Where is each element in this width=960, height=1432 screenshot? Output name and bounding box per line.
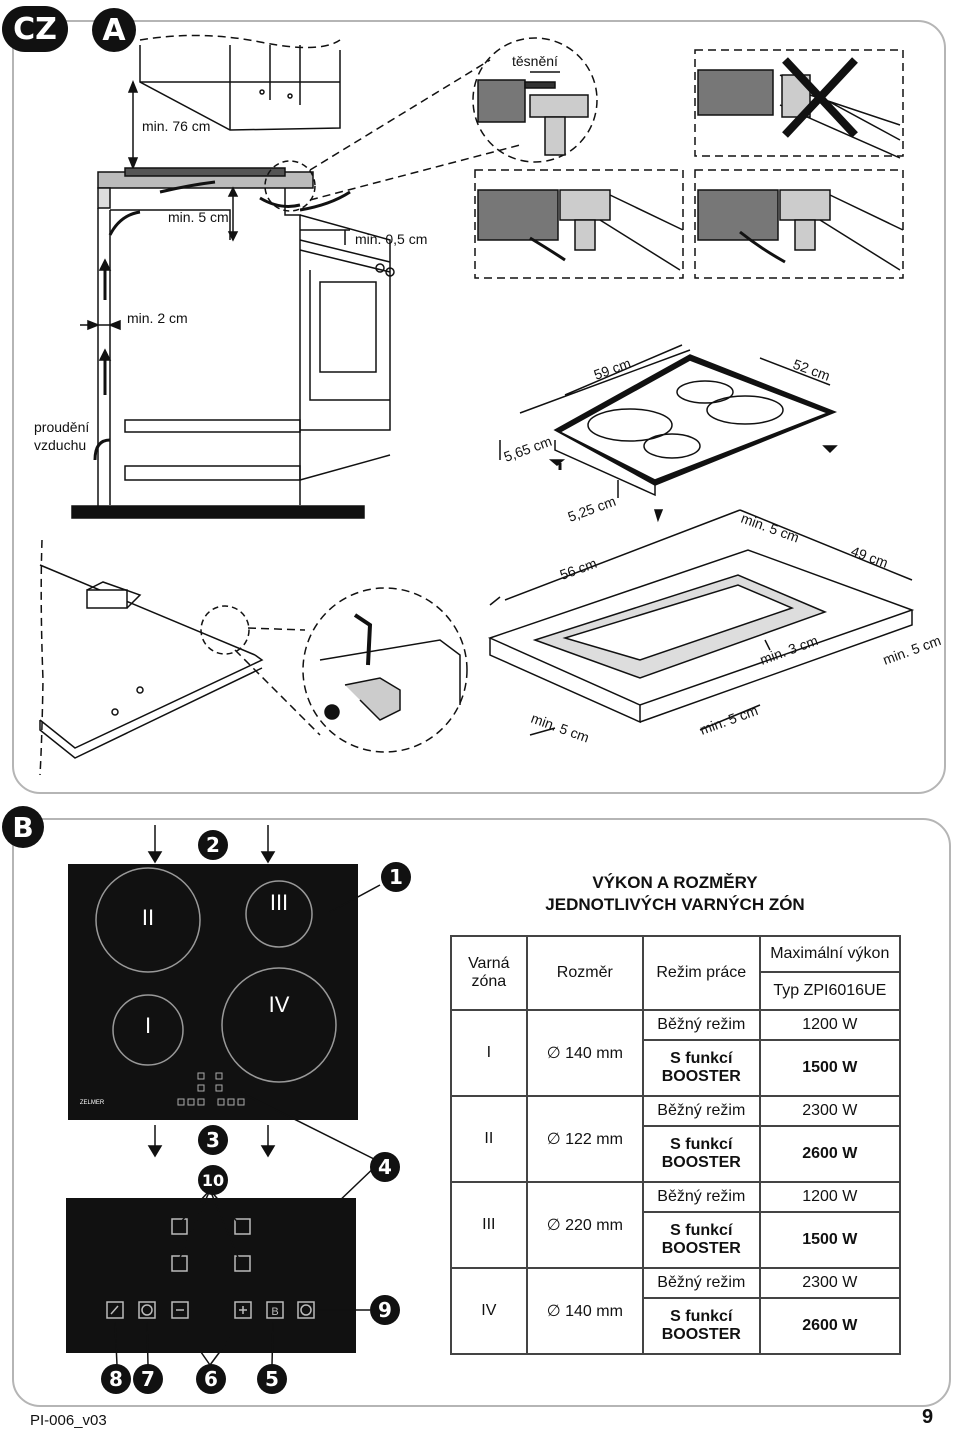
label-w52: 52 cm (791, 356, 832, 384)
callout-5: 5 (257, 1364, 287, 1394)
callout-6: 6 (196, 1364, 226, 1394)
table-cell-mode: Běžný režim (641, 1009, 761, 1041)
label-h525: 5,25 cm (566, 493, 618, 525)
table-title: VÝKON A ROZMĚRY JEDNOTLIVÝCH VARNÝCH ZÓN (450, 872, 900, 916)
label-seal: těsnění (512, 53, 558, 69)
header-mode: Režim práce (641, 935, 761, 1011)
callout-1: 1 (381, 862, 411, 892)
installation-diagram: min. 76 cm těsnění min. 5 cm min. 0,5 cm… (34, 34, 943, 776)
hob-diagram: II III I IV ZELMER B (66, 825, 381, 1366)
table-cell-power: 2300 W (758, 1267, 902, 1299)
zone-ring-iii (245, 880, 313, 948)
label-h565: 5,65 cm (502, 433, 554, 465)
callout-10: 10 (198, 1165, 228, 1195)
table-cell-size: ∅ 122 mm (525, 1095, 644, 1183)
header-model: Typ ZPI6016UE (758, 971, 902, 1011)
callout-2: 2 (198, 830, 228, 860)
table-cell-zone: III (450, 1181, 528, 1269)
table-cell-power-boost: 1500 W (758, 1039, 902, 1097)
power-icon[interactable] (297, 1301, 315, 1319)
table-cell-size: ∅ 220 mm (525, 1181, 644, 1269)
document-code: PI-006_v03 (30, 1412, 107, 1429)
booster-icon[interactable] (266, 1301, 284, 1319)
label-cut-min5-top: min. 5 cm (739, 510, 801, 546)
table-cell-mode: Běžný režim (641, 1181, 761, 1213)
plus-icon[interactable] (234, 1301, 252, 1319)
language-badge: CZ (2, 6, 68, 52)
table-title-line-2: JEDNOTLIVÝCH VARNÝCH ZÓN (545, 895, 805, 914)
table-cell-mode: Běžný režim (641, 1267, 761, 1299)
table-cell-power-boost: 2600 W (758, 1125, 902, 1183)
callout-8: 8 (101, 1364, 131, 1394)
table-cell-power: 1200 W (758, 1009, 902, 1041)
label-cut-min3: min. 3 cm (758, 632, 820, 668)
callout-7: 7 (133, 1364, 163, 1394)
zone-ring-ii (95, 867, 201, 973)
svg-text:B: B (271, 1306, 278, 1318)
table-cell-power-boost: 1500 W (758, 1211, 902, 1269)
minus-icon[interactable] (171, 1301, 189, 1319)
label-min76: min. 76 cm (142, 118, 210, 134)
table-cell-power: 1200 W (758, 1181, 902, 1213)
header-size: Rozměr (525, 935, 644, 1011)
table-cell-zone: I (450, 1009, 528, 1097)
zone-label-i: I (145, 1013, 151, 1038)
zone-ring-iv (221, 967, 337, 1083)
callout-3: 3 (198, 1125, 228, 1155)
page-number: 9 (922, 1406, 934, 1428)
callout-9: 9 (370, 1295, 400, 1325)
zone-label-iv: IV (269, 992, 290, 1017)
header-max-power: Maximální výkon (758, 935, 902, 973)
label-cut-min5-bottom: min. 5 cm (698, 702, 760, 738)
table-cell-size: ∅ 140 mm (525, 1009, 644, 1097)
timer-icon[interactable] (138, 1301, 156, 1319)
label-min5: min. 5 cm (168, 209, 229, 225)
label-cut-min5-right: min. 5 cm (881, 632, 943, 668)
table-cell-size: ∅ 140 mm (525, 1267, 644, 1355)
label-min2: min. 2 cm (127, 310, 188, 326)
lock-icon[interactable] (106, 1301, 124, 1319)
table-cell-zone: IV (450, 1267, 528, 1355)
table-title-line-1: VÝKON A ROZMĚRY (592, 873, 758, 892)
table-cell-zone: II (450, 1095, 528, 1183)
label-cut-min5-left: min. 5 cm (529, 710, 591, 746)
table-cell-power: 2300 W (758, 1095, 902, 1127)
section-b-badge: B (2, 806, 44, 848)
zone-label-iii: III (270, 890, 288, 915)
label-airflow-1: proudění (34, 419, 89, 435)
table-cell-power-boost: 2600 W (758, 1297, 902, 1355)
label-w56: 56 cm (558, 555, 599, 583)
zone-ring-i (112, 994, 184, 1066)
section-a-badge: A (92, 8, 136, 52)
brand-logo: ZELMER (80, 1100, 105, 1106)
callout-4: 4 (370, 1152, 400, 1182)
table-cell-mode: Běžný režim (641, 1095, 761, 1127)
label-w49: 49 cm (849, 543, 890, 571)
label-airflow-2: vzduchu (34, 437, 86, 453)
zone-label-ii: II (142, 905, 154, 930)
label-min05: min. 0,5 cm (355, 231, 427, 247)
